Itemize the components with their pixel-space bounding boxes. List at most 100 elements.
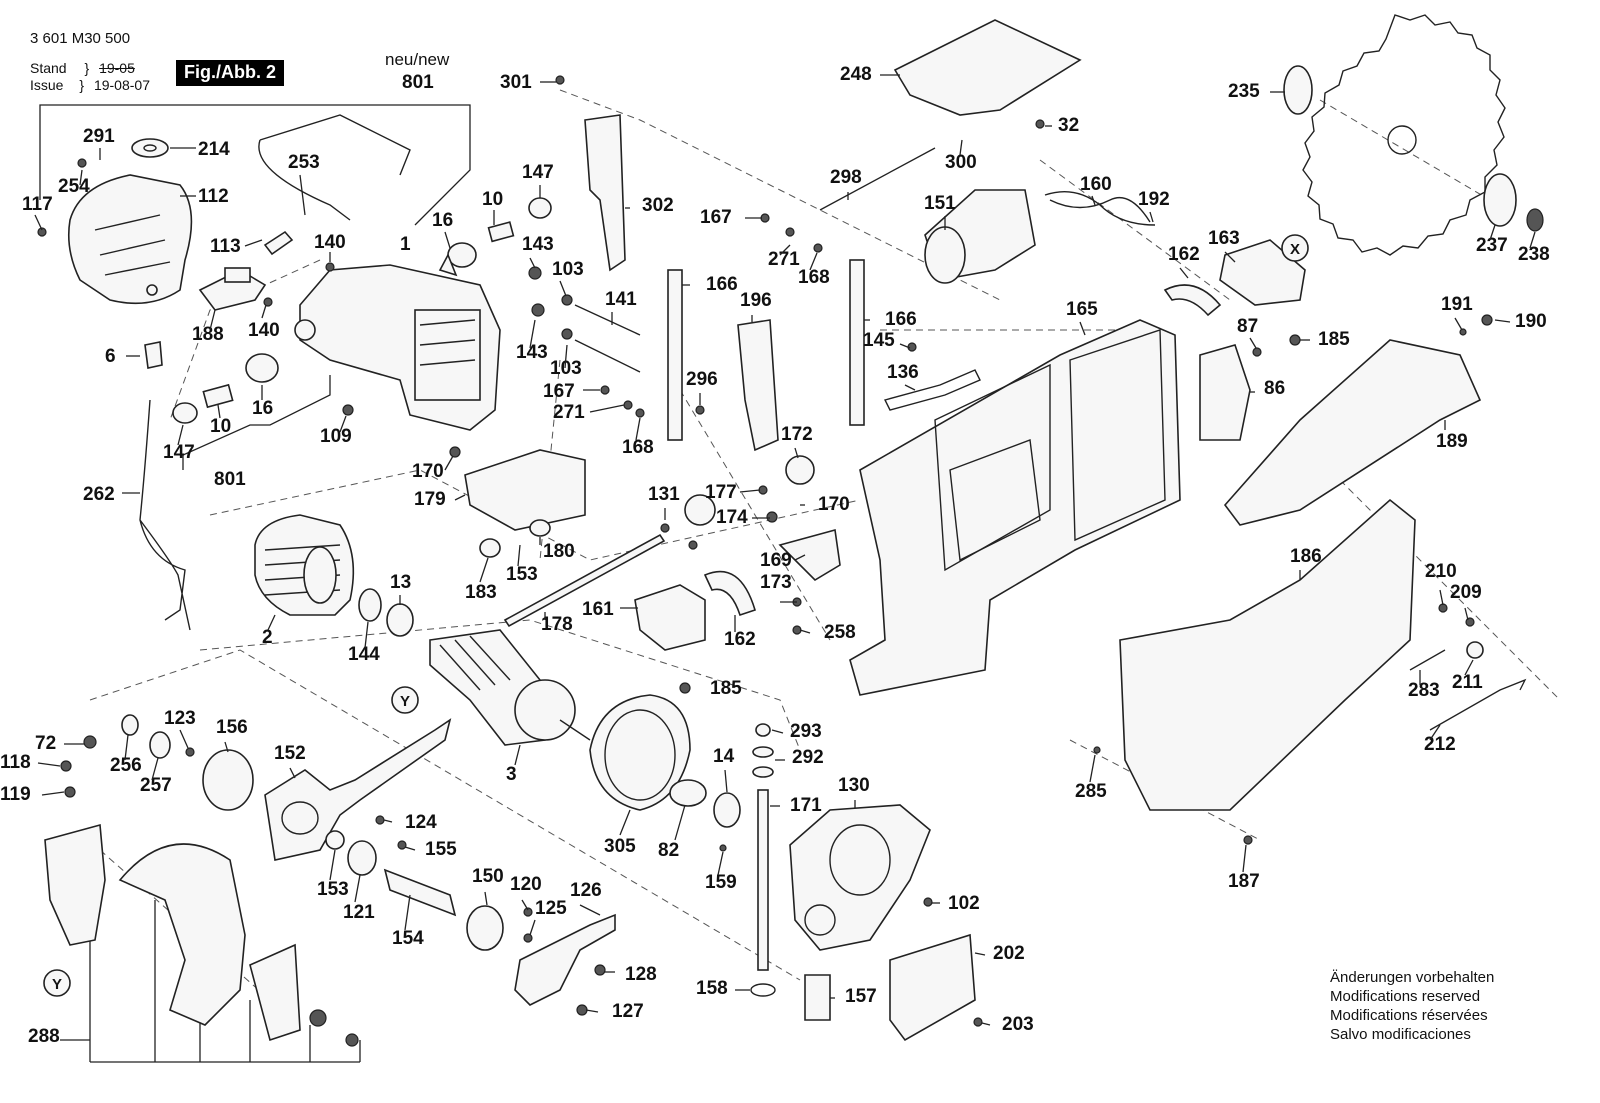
part-callout-136: 136 bbox=[887, 362, 919, 383]
leader-line-258 bbox=[799, 629, 811, 634]
leader-line-103 bbox=[559, 280, 567, 297]
part-callout-16: 16 bbox=[252, 398, 273, 419]
part-callout-87: 87 bbox=[1237, 316, 1258, 337]
part-235-flange bbox=[1283, 65, 1313, 115]
part-callout-3: 3 bbox=[506, 764, 517, 785]
leader-line-87 bbox=[1249, 337, 1257, 349]
leader-line-162 bbox=[1179, 267, 1189, 279]
part-callout-179: 179 bbox=[414, 489, 446, 510]
part-183-knob bbox=[479, 538, 501, 558]
part-288-bracket bbox=[44, 823, 106, 946]
part-callout-162: 162 bbox=[1168, 244, 1200, 265]
leader-line-300 bbox=[959, 139, 963, 156]
part-callout-103: 103 bbox=[550, 358, 582, 379]
part-callout-801: 801 bbox=[402, 72, 434, 93]
part-callout-157: 157 bbox=[845, 986, 877, 1007]
mark-x-circle bbox=[1281, 234, 1309, 262]
part-callout-147: 147 bbox=[522, 162, 554, 183]
part-callout-140: 140 bbox=[314, 232, 346, 253]
part-callout-214: 214 bbox=[198, 139, 230, 160]
part-callout-183: 183 bbox=[465, 582, 497, 603]
notice-line-es: Salvo modificaciones bbox=[1330, 1026, 1471, 1043]
part-callout-123: 123 bbox=[164, 708, 196, 729]
part-callout-143: 143 bbox=[516, 342, 548, 363]
part-214-washer bbox=[131, 138, 169, 158]
stand-label: Stand bbox=[30, 60, 67, 76]
part-callout-141: 141 bbox=[605, 289, 637, 310]
part-callout-128: 128 bbox=[625, 964, 657, 985]
mark-y-circle-upper bbox=[391, 686, 419, 714]
part-253-bracket-wire bbox=[258, 114, 411, 221]
part-136-clip bbox=[883, 369, 981, 411]
part-186-guard bbox=[1119, 498, 1416, 811]
part-153-ring bbox=[325, 830, 345, 850]
leader-line-237 bbox=[1489, 224, 1496, 241]
part-callout-189: 189 bbox=[1436, 431, 1468, 452]
leader-line-147 bbox=[177, 424, 184, 446]
leader-line-168 bbox=[635, 417, 641, 441]
part-callout-171: 171 bbox=[790, 795, 822, 816]
leader-line-113 bbox=[244, 239, 263, 247]
part-callout-256: 256 bbox=[110, 755, 142, 776]
notice-line-en: Modifications reserved bbox=[1330, 988, 1481, 1005]
mark-y-label-upper: Y bbox=[400, 693, 410, 710]
part-callout-235: 235 bbox=[1228, 81, 1260, 102]
part-callout-191: 191 bbox=[1441, 294, 1473, 315]
leader-line-160 bbox=[1091, 195, 1096, 206]
leader-line-155 bbox=[404, 846, 416, 851]
part-callout-296: 296 bbox=[686, 369, 718, 390]
part-callout-166: 166 bbox=[706, 274, 738, 295]
part-callout-127: 127 bbox=[612, 1001, 644, 1022]
figure-label: Fig./Abb. 2 bbox=[176, 60, 284, 86]
leader-line-192 bbox=[1149, 211, 1154, 223]
leader-line-211 bbox=[1464, 659, 1474, 676]
part-3-armature bbox=[429, 629, 591, 746]
leader-line-150 bbox=[484, 891, 488, 906]
leader-line-16 bbox=[444, 231, 451, 249]
part-callout-257: 257 bbox=[140, 775, 172, 796]
leader-line-187 bbox=[1242, 844, 1247, 873]
part-callout-292: 292 bbox=[792, 747, 824, 768]
part-callout-187: 187 bbox=[1228, 871, 1260, 892]
part-callout-126: 126 bbox=[570, 880, 602, 901]
part-callout-160: 160 bbox=[1080, 174, 1112, 195]
notice-line-fr: Modifications réservées bbox=[1330, 1007, 1488, 1024]
part-86-block bbox=[1199, 344, 1251, 441]
leader-line-271 bbox=[779, 244, 791, 256]
leader-line-253 bbox=[299, 174, 306, 216]
part-callout-140: 140 bbox=[248, 320, 280, 341]
document-number: 3 601 M30 500 bbox=[30, 30, 131, 47]
part-callout-210: 210 bbox=[1425, 561, 1457, 582]
part-callout-118: 118 bbox=[0, 752, 31, 773]
part-178-rod bbox=[503, 533, 666, 628]
part-callout-151: 151 bbox=[924, 193, 956, 214]
leader-line-202 bbox=[974, 952, 986, 956]
part-156-gear bbox=[202, 749, 254, 811]
part-161-block bbox=[634, 584, 706, 651]
part-callout-248: 248 bbox=[840, 64, 872, 85]
part-166-bar-left bbox=[667, 269, 683, 441]
part-119-housing-plate bbox=[264, 718, 452, 861]
part-151-tube bbox=[924, 189, 1036, 284]
part-283-key bbox=[1409, 649, 1446, 671]
leader-line-210 bbox=[1439, 589, 1444, 606]
leader-line-136 bbox=[904, 384, 916, 391]
part-144-ring bbox=[358, 588, 382, 622]
part-112-cover bbox=[67, 174, 193, 305]
part-188-switch bbox=[198, 230, 294, 311]
part-180-bushing bbox=[529, 519, 551, 537]
part-callout-119: 119 bbox=[0, 784, 31, 805]
part-302-bracket bbox=[584, 114, 626, 272]
leader-line-165 bbox=[1079, 321, 1086, 336]
leader-line-10 bbox=[217, 404, 221, 419]
part-82-plate bbox=[669, 779, 707, 807]
leader-line-3 bbox=[514, 744, 521, 766]
part-157-sleeve bbox=[804, 974, 831, 1021]
leader-line-285 bbox=[1089, 754, 1096, 783]
part-callout-293: 293 bbox=[790, 721, 822, 742]
callout-leader-lines bbox=[34, 74, 1536, 1041]
part-171-shaft bbox=[750, 723, 776, 997]
leader-line-119 bbox=[41, 791, 65, 796]
leader-line-159 bbox=[717, 851, 724, 876]
